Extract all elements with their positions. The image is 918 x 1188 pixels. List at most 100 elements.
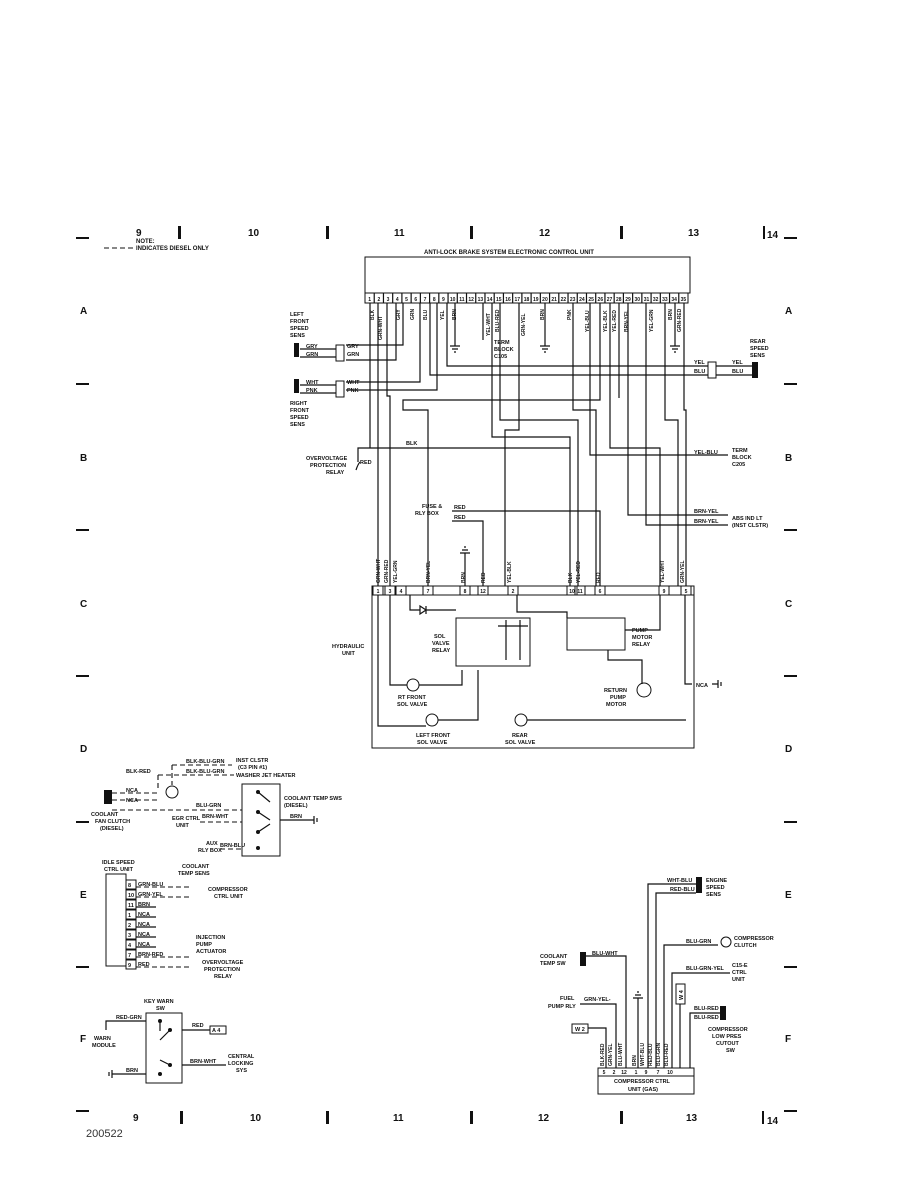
lfs-l1: LEFT FRONT [416, 733, 451, 739]
lp-l2: LOW PRES [712, 1034, 742, 1040]
col-9-top: 9 [136, 228, 142, 239]
ecu-pin: 32 [653, 297, 659, 303]
ecu-pin: 4 [396, 297, 399, 303]
col-14-bottom: 14 [767, 1116, 779, 1127]
rf-l4: SENS [290, 422, 305, 428]
hyd-wire: GRN-YEL [680, 561, 686, 584]
isc-comp-l2: CTRL UNIT [214, 894, 244, 900]
col-10-top: 10 [248, 228, 260, 239]
row-c-right: C [785, 599, 792, 610]
d-washer: WASHER JET HEATER [236, 773, 296, 779]
hyd-pin-cell [422, 585, 434, 596]
abs-l2: (INST CLSTR) [732, 523, 768, 529]
aux-l2: RLY BOX [198, 848, 222, 854]
hyd-wire: BRN-YEL [426, 561, 432, 583]
kw-a4: A 4 [212, 1028, 221, 1034]
isc-l2: CTRL UNIT [104, 867, 134, 873]
cc-blu-red2: BLU-RED [694, 1015, 719, 1021]
kw-brn-wht: BRN-WHT [190, 1059, 217, 1065]
rs-l1: REAR [512, 733, 528, 739]
kw-l1: KEY WARN [144, 999, 174, 1005]
fp-l2: PUMP RLY [548, 1004, 576, 1010]
ecu-wire-yel-wht: YEL-WHT [486, 313, 492, 336]
hyd-wire: YEL-WHT [660, 560, 666, 583]
cc-w2: W 2 [575, 1027, 585, 1033]
cc-bgy: BLU-GRN-YEL [686, 966, 725, 972]
diesel-fan-clutch-section: BLK-RED BLK-BLU-GRN BLK-BLU-GRN INST CLS… [91, 758, 342, 857]
col-12-top: 12 [539, 228, 551, 239]
rf-l1: RIGHT [290, 401, 308, 407]
ecu-pin: 11 [459, 297, 465, 303]
warn-l2: MODULE [92, 1043, 116, 1049]
ecu-wire-yel-blk: YEL-BLK [603, 310, 609, 332]
cc-title1: COMPRESSOR CTRL [614, 1079, 671, 1085]
warn-l1: WARN [94, 1036, 111, 1042]
hyd-pin-cell [566, 585, 578, 596]
rp-l2: PUMP [610, 695, 626, 701]
term-block-c205: YEL-BLU TERM BLOCK C205 [694, 448, 752, 468]
kw-l2: SW [156, 1006, 166, 1012]
ecu-wire-blu-red: BLU-RED [495, 309, 501, 332]
ecu-wire-grn: GRN [410, 309, 416, 321]
pump-relay-box [566, 617, 626, 651]
ecu-pin: 34 [671, 297, 677, 303]
idle-pin: 11 [128, 903, 134, 909]
c15-l3: UNIT [732, 977, 745, 983]
ecu-pin: 23 [570, 297, 576, 303]
col-13-bottom: 13 [686, 1113, 698, 1124]
row-b-right: B [785, 453, 792, 464]
ecu-pin: 27 [607, 297, 613, 303]
rear-l3: SENS [750, 353, 765, 359]
ecu-pin: 24 [579, 297, 585, 303]
cc-red-blu: RED-BLU [670, 887, 695, 893]
ecu-pin: 30 [634, 297, 640, 303]
hyd-pin: 6 [599, 589, 602, 595]
ecu-wire-blk: BLK [370, 309, 376, 320]
cts3-l1: COOLANT [540, 954, 568, 960]
idle-pin: 8 [128, 883, 131, 889]
ecu-pin: 8 [433, 297, 436, 303]
ecu-pin: 15 [496, 297, 502, 303]
compressor-ctrl-section: WHT-BLU RED-BLU ENGINE SPEED SENS BLU-GR… [540, 877, 774, 1095]
cts3-l2: TEMP SW [540, 961, 566, 967]
comp-pin: 1 [635, 1070, 638, 1076]
idle-wire: BRN [138, 902, 150, 908]
rtf-l2: SOL VALVE [397, 702, 428, 708]
ecu-pin: 13 [478, 297, 484, 303]
hyd-pin: 5 [685, 589, 688, 595]
egr-l1: EGR CTRL [172, 816, 201, 822]
comp-pin: 9 [645, 1070, 648, 1076]
ecu-pin: 28 [616, 297, 622, 303]
hyd-pin: 4 [400, 589, 403, 595]
lf-w2b: GRN [347, 352, 359, 358]
note: NOTE: INDICATES DIESEL ONLY [104, 239, 209, 252]
d-blk-red: BLK-RED [126, 769, 151, 775]
note-title: NOTE: [136, 239, 155, 245]
left-front-speed-sensor: LEFT FRONT SPEED SENS GRY GRN GRY GRN [290, 312, 359, 362]
ecu-title: ANTI-LOCK BRAKE SYSTEM ELECTRONIC CONTRO… [424, 250, 594, 256]
abs-indicator: BRN-YEL BRN-YEL ABS IND LT (INST CLSTR) [694, 509, 768, 529]
ecu-wire-grn-yel: GRN-YEL [521, 314, 527, 337]
row-e-right: E [785, 890, 792, 901]
ovp-l1: OVERVOLTAGE [306, 456, 348, 462]
col-10-bottom: 10 [250, 1113, 262, 1124]
idle-wire: NCA [138, 922, 150, 928]
ess-l2: SPEED [706, 885, 725, 891]
d-bbg2: BLK-BLU-GRN [186, 769, 225, 775]
ecu-wire-brn-yel: BRN-YEL [624, 310, 630, 332]
comp-wire: BRN [632, 1055, 638, 1066]
idle-pin: 10 [128, 893, 134, 899]
hyd-pin-cell [459, 585, 471, 596]
ecu-pin: 12 [468, 297, 474, 303]
grid-top: 9 10 11 12 13 14 [136, 226, 779, 241]
cc-w4: W 4 [679, 989, 685, 1000]
hyd-pin: 12 [480, 589, 486, 595]
overvoltage-relay: BLK OVERVOLTAGE PROTECTION RELAY RED [306, 441, 417, 476]
hyd-pin: 9 [663, 589, 666, 595]
row-f-left: F [80, 1034, 86, 1045]
idle-pin-cell [125, 919, 137, 930]
